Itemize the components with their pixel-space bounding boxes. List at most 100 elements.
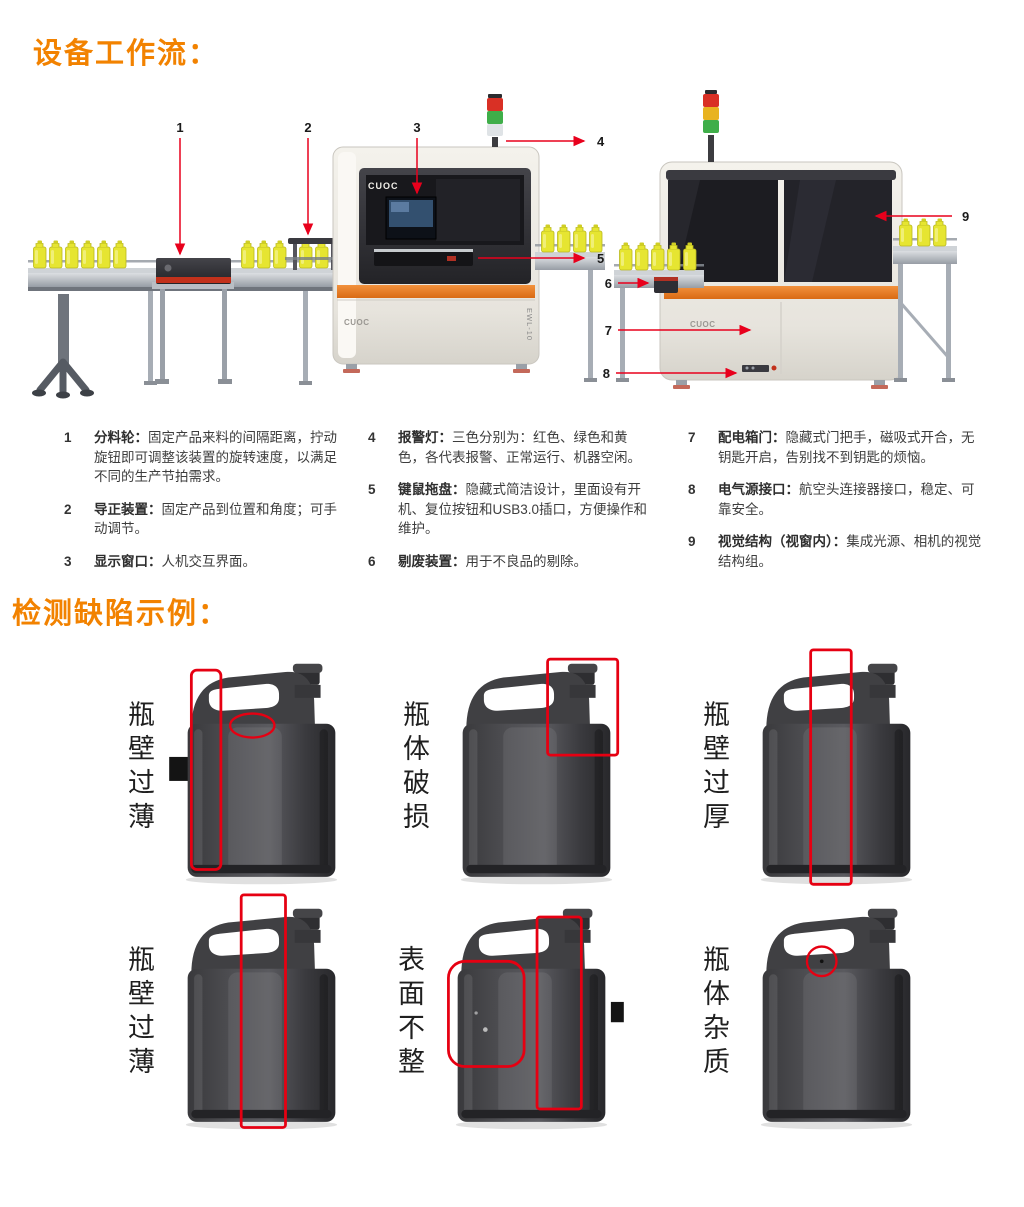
legend-item-3: 3 显示窗口：人机交互界面。: [64, 552, 346, 572]
legend-item-8: 8 电气源接口：航空头连接器接口，稳定、可靠安全。: [688, 480, 984, 519]
alarm-light-tower-icon: [487, 94, 503, 147]
conveyor-fragment: [169, 756, 192, 781]
legend-text: 电气源接口：航空头连接器接口，稳定、可靠安全。: [718, 480, 984, 519]
defect-example-broken-body: 瓶体破损: [395, 648, 629, 888]
defect-label: 表面不整: [394, 945, 424, 1081]
legend-item-4: 4 报警灯：三色分别为：红色、绿色和黄色，各代表报警、正常运行、机器空闲。: [368, 428, 652, 467]
callout-8: 8: [603, 366, 738, 381]
section-title-defects: 检测缺陷示例：: [12, 598, 230, 630]
defect-photo-bottle: [169, 663, 338, 885]
legend-number: 3: [64, 553, 72, 569]
callout-2: 2: [302, 120, 314, 236]
defect-example-uneven-surface: 表面不整: [390, 893, 624, 1133]
legend-text: 报警灯：三色分别为：红色、绿色和黄色，各代表报警、正常运行、机器空闲。: [398, 428, 652, 467]
legend-term: 键鼠拖盘：: [398, 482, 466, 498]
legend-desc: 人机交互界面。: [161, 553, 257, 569]
vision-window-right: [784, 180, 892, 282]
machine1-feet: [343, 364, 530, 373]
defect-example-thin-wall-1: 瓶壁过薄: [120, 648, 354, 888]
defect-annotation-ellipse: [228, 712, 276, 739]
callout-6-number: 6: [605, 276, 612, 291]
defect-photo-bottle: [760, 908, 913, 1130]
defect-annotation-circle: [805, 945, 838, 978]
display-window: [385, 196, 437, 240]
defect-annotation-rounded-rect: [447, 959, 526, 1068]
legend-column-1: 1 分料轮：固定产品来料的间隔距离，拧动旋钮即可调整该装置的旋转速度，以满足不同…: [64, 428, 346, 584]
brand-logo-small: CUOC: [344, 318, 370, 327]
legend-desc: 三色分别为：红色、绿色和黄色，各代表报警、正常运行、机器空闲。: [398, 430, 641, 465]
legend-term: 剔废装置：: [398, 553, 466, 569]
defect-annotation-rect: [239, 893, 287, 1129]
legend-item-2: 2 导正装置：固定产品到位置和角度；可手动调节。: [64, 500, 346, 539]
callout-8-number: 8: [603, 366, 610, 381]
callout-3-number: 3: [413, 120, 420, 135]
legend-item-9: 9 视觉结构（视窗内）：集成光源、相机的视觉结构组。: [688, 532, 984, 571]
defect-example-thin-wall-2: 瓶壁过薄: [120, 893, 354, 1133]
callout-4: 4: [506, 134, 605, 149]
defect-label: 瓶壁过薄: [124, 700, 154, 836]
defect-label: 瓶壁过厚: [699, 700, 729, 836]
defect-annotation-rect: [546, 657, 620, 757]
power-interface: [742, 365, 777, 372]
legend-desc: 集成光源、相机的视觉结构组。: [718, 534, 982, 569]
machine-2: CUOC: [659, 90, 903, 389]
pedestal-stand: [32, 294, 94, 399]
legend-term: 报警灯：: [398, 430, 452, 445]
legend-number: 1: [64, 430, 72, 445]
model-label: EWL-10: [525, 308, 534, 341]
transfer-conveyor: [535, 224, 605, 382]
outfeed-conveyor: [893, 218, 957, 382]
defect-label: 瓶壁过薄: [124, 945, 154, 1081]
defect-photo-bottle: [760, 648, 913, 886]
machine2-infeed-conveyor: [614, 242, 704, 382]
legend-number: 9: [688, 534, 696, 550]
callout-7: 7: [605, 323, 752, 338]
legend-term: 导正装置：: [94, 501, 162, 517]
legend-desc: 固定产品到位置和角度；可手动调节。: [94, 501, 337, 537]
callout-1: 1: [174, 120, 186, 256]
legend-desc: 航空头连接器接口，稳定、可靠安全。: [718, 482, 975, 517]
legend-column-2: 4 报警灯：三色分别为：红色、绿色和黄色，各代表报警、正常运行、机器空闲。 5 …: [368, 428, 652, 584]
defect-label: 瓶体破损: [399, 700, 429, 836]
callout-9: 9: [874, 209, 969, 224]
reject-device: [654, 277, 678, 293]
legend-text: 导正装置：固定产品到位置和角度；可手动调节。: [94, 500, 346, 539]
defect-label: 瓶体杂质: [699, 945, 729, 1081]
callout-5-number: 5: [597, 251, 604, 266]
legend-text: 键鼠拖盘：隐藏式简洁设计，里面设有开机、复位按钮和USB3.0插口，方便操作和维…: [398, 480, 652, 539]
machine2-feet: [673, 380, 888, 389]
legend-text: 剔废装置：用于不良品的剔除。: [398, 552, 587, 572]
legend-number: 6: [368, 553, 376, 569]
defect-annotation-rect: [189, 668, 223, 871]
defect-example-impurity: 瓶体杂质: [695, 893, 929, 1133]
section-title-workflow: 设备工作流：: [33, 38, 220, 70]
keyboard-tray: [374, 249, 473, 266]
brand-logo: CUOC: [368, 181, 399, 191]
legend-term: 配电箱门：: [718, 430, 786, 445]
callout-6: 6: [605, 276, 650, 291]
legend-term: 显示窗口：: [94, 553, 162, 569]
defect-photo-bottle: [185, 893, 338, 1130]
legend-number: 4: [368, 430, 376, 445]
legend-number: 5: [368, 482, 376, 498]
legend-item-5: 5 键鼠拖盘：隐藏式简洁设计，里面设有开机、复位按钮和USB3.0插口，方便操作…: [368, 480, 652, 539]
defect-photo-bottle: [447, 908, 624, 1130]
legend-desc: 固定产品来料的间隔距离，拧动旋钮即可调整该装置的旋转速度，以满足不同的生产节拍需…: [94, 430, 337, 485]
impurity-speck: [819, 959, 824, 964]
callout-2-number: 2: [304, 120, 311, 135]
legend-text: 显示窗口：人机交互界面。: [94, 552, 256, 572]
legend-item-1: 1 分料轮：固定产品来料的间隔距离，拧动旋钮即可调整该装置的旋转速度，以满足不同…: [64, 428, 346, 487]
legend-term: 视觉结构（视窗内）：: [718, 534, 847, 550]
legend-number: 2: [64, 501, 72, 517]
defect-photo-bottle: [460, 657, 620, 885]
legend-column-3: 7 配电箱门：隐藏式门把手，磁吸式开合，无钥匙开启，告别找不到钥匙的烦恼。 8 …: [688, 428, 984, 584]
legend-desc: 隐藏式简洁设计，里面设有开机、复位按钮和USB3.0插口，方便操作和维护。: [398, 482, 648, 537]
legend-number: 8: [688, 482, 696, 498]
brand-logo-2: CUOC: [690, 320, 716, 329]
defect-annotation-rect: [809, 648, 853, 886]
legend-text: 分料轮：固定产品来料的间隔距离，拧动旋钮即可调整该装置的旋转速度，以满足不同的生…: [94, 428, 346, 487]
callouts: 1 2 3 4 5 6 7: [174, 120, 969, 381]
legend-desc: 用于不良品的剔除。: [465, 553, 588, 569]
legend-text: 配电箱门：隐藏式门把手，磁吸式开合，无钥匙开启，告别找不到钥匙的烦恼。: [718, 428, 984, 467]
defect-example-thick-wall: 瓶壁过厚: [695, 648, 929, 888]
